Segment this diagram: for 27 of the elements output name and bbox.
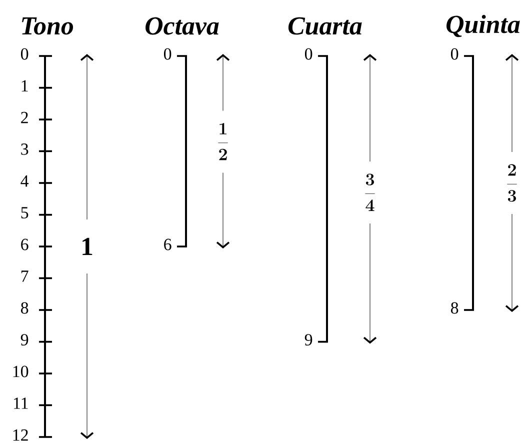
tick-label: 9 xyxy=(304,334,312,346)
tick-label: 8 xyxy=(20,302,28,314)
scale-title: Octava xyxy=(146,17,219,35)
tick-label: 3 xyxy=(21,144,28,155)
tick-label: 8 xyxy=(450,302,458,314)
tick-label: 0 xyxy=(164,48,172,60)
tick-label: 6 xyxy=(21,238,28,250)
ratio-label: 1 xyxy=(78,220,96,274)
tick-label: 9 xyxy=(20,334,28,346)
scale-title: Tono xyxy=(22,17,74,35)
tick-label: 0 xyxy=(450,48,458,60)
tick-label: 4 xyxy=(20,175,29,187)
ratio-fraction: $\frac{2}{3}$ xyxy=(504,152,520,214)
ratio-fraction: $\frac{1}{2}$ xyxy=(214,110,232,173)
tick-label: 1 xyxy=(22,80,28,92)
scale-title: Quinta xyxy=(446,14,520,38)
scale-title: Cuarta xyxy=(288,17,362,35)
tick-label: 10 xyxy=(13,366,28,378)
tick-label: 0 xyxy=(20,48,28,60)
tick-label: 0 xyxy=(304,48,312,60)
tick-label: 7 xyxy=(21,270,28,282)
tick-label: 2 xyxy=(21,112,28,124)
tick-label: 12 xyxy=(13,429,28,441)
ratio-fraction: $\frac{3}{4}$ xyxy=(362,162,378,224)
tick-label: 5 xyxy=(21,207,28,218)
tick-label: 11 xyxy=(14,398,28,409)
tick-label: 6 xyxy=(164,238,172,250)
